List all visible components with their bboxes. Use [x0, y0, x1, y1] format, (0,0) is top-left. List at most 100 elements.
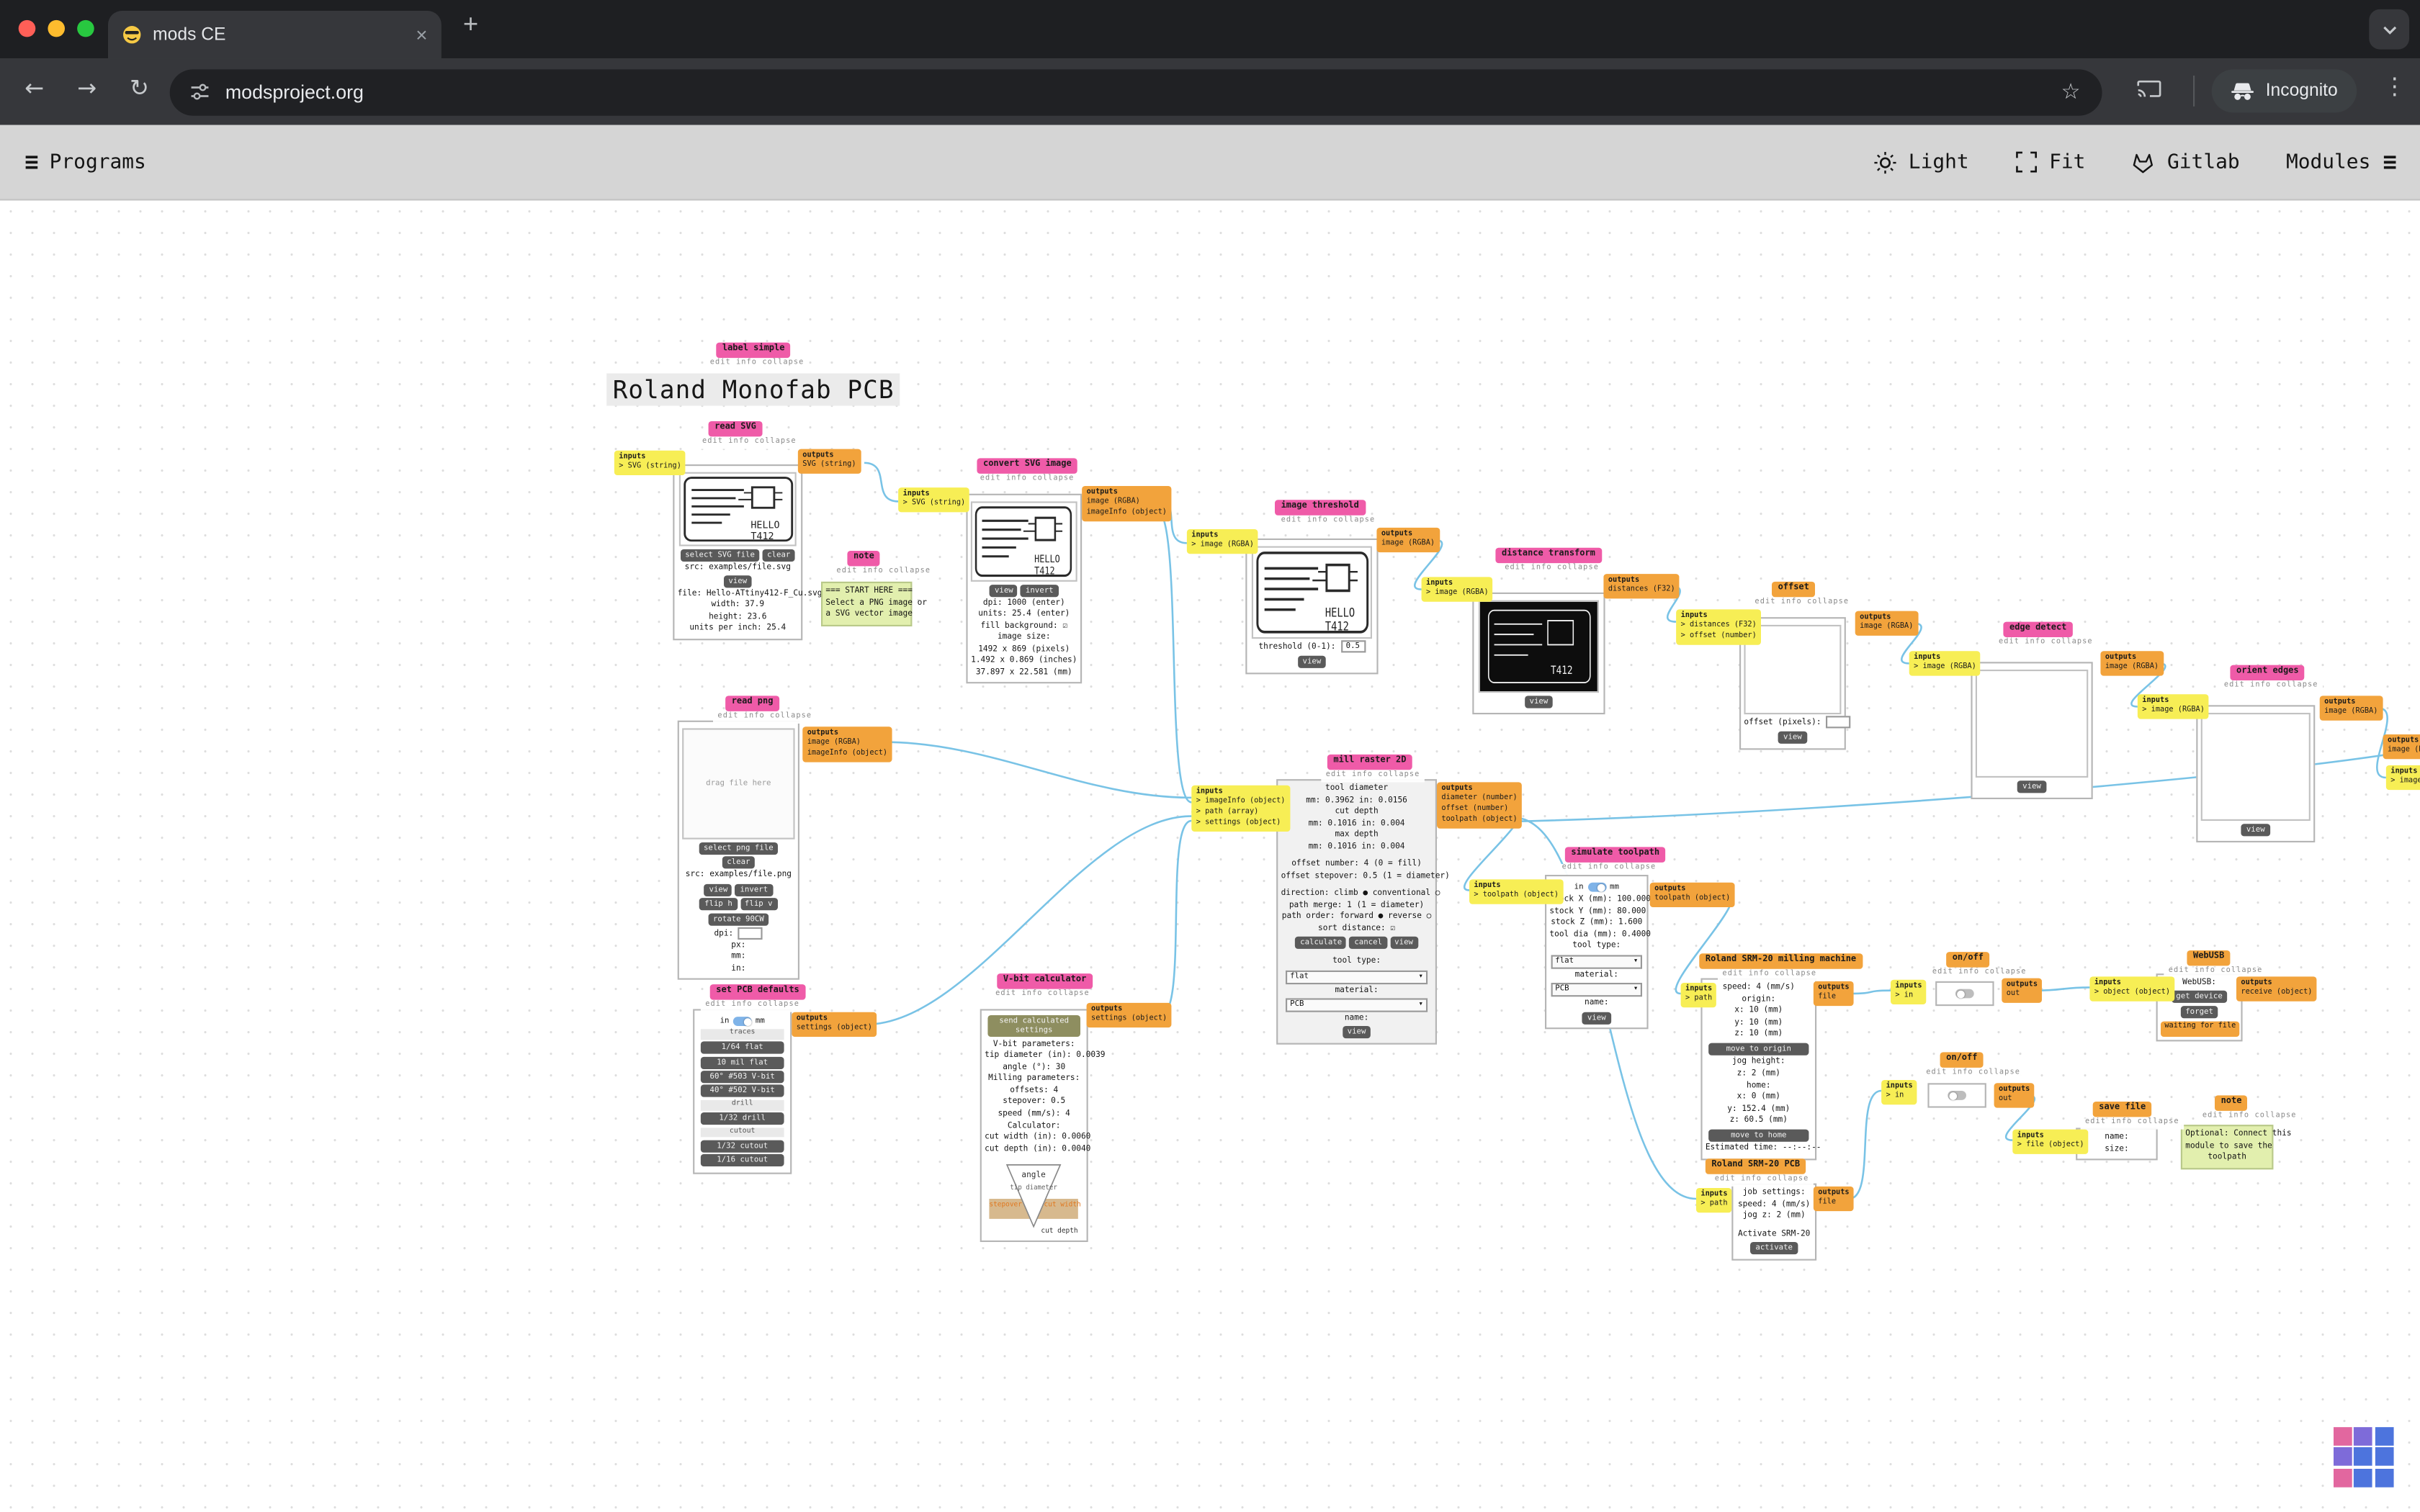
- roland-srm20-milling-machine-module-title[interactable]: Roland SRM-20 milling machine: [1699, 953, 1863, 968]
- calculate-button[interactable]: calculate: [1295, 937, 1347, 950]
- toggle-switch[interactable]: [1955, 989, 1974, 999]
- activate-button[interactable]: activate: [1750, 1241, 1798, 1254]
- new-tab-button[interactable]: +: [462, 9, 479, 39]
- flip-v-button[interactable]: flip v: [740, 898, 778, 911]
- invert-button[interactable]: invert: [735, 883, 773, 896]
- webusb-inputs-port[interactable]: inputs> object (object): [2089, 976, 2175, 1002]
- simulate-toolpath-module-title[interactable]: simulate toolpath: [1564, 847, 1666, 862]
- mill-raster-2d-inputs-port[interactable]: inputs> imageInfo (object)> path (array)…: [1191, 785, 1290, 832]
- move-to-origin-button[interactable]: move to origin: [1708, 1043, 1809, 1056]
- forward-button[interactable]: →: [77, 73, 97, 102]
- move-to-home-button[interactable]: move to home: [1708, 1129, 1809, 1142]
- url-omnibox[interactable]: modsproject.org ☆: [169, 68, 2102, 115]
- read-png-module-title[interactable]: read png: [725, 696, 780, 711]
- offset-inputs-port[interactable]: inputs> distances (F32)> offset (number): [1676, 609, 1762, 645]
- on-off-1-edit-controls[interactable]: edit info collapse: [1927, 968, 2031, 980]
- mill-raster-2d-module-title[interactable]: mill raster 2D: [1327, 754, 1413, 770]
- on-off-1-module-title[interactable]: on/off: [1946, 952, 1990, 967]
- view-button[interactable]: view: [704, 883, 732, 896]
- convert-svg-image-edit-controls[interactable]: edit info collapse: [975, 475, 1079, 486]
- programs-menu[interactable]: ≡ Programs: [24, 148, 146, 176]
- save-file-edit-controls[interactable]: edit info collapse: [2080, 1118, 2184, 1130]
- distance-transform-module-title[interactable]: distance transform: [1495, 547, 1602, 563]
- cancel-button[interactable]: cancel: [1349, 937, 1387, 950]
- roland-srm20-milling-machine-edit-controls[interactable]: edit info collapse: [1718, 970, 1821, 981]
- read-svg-module-title[interactable]: read SVG: [708, 421, 763, 436]
- theme-toggle-button[interactable]: Light: [1873, 150, 1969, 174]
- webusb-edit-controls[interactable]: edit info collapse: [2164, 967, 2267, 978]
- view-button[interactable]: view: [1343, 1026, 1371, 1039]
- right-edge-module-inputs-port[interactable]: inputs> image (RGBA): [2385, 765, 2420, 791]
- view-button[interactable]: view: [1582, 1011, 1611, 1024]
- offset-edit-controls[interactable]: edit info collapse: [1750, 598, 1854, 609]
- modules-menu[interactable]: Modules ≡: [2286, 148, 2397, 176]
- note-start-module-title[interactable]: note: [847, 551, 881, 566]
- distance-transform-inputs-port[interactable]: inputs> image (RGBA): [1421, 577, 1494, 603]
- mods-logo[interactable]: [2334, 1427, 2394, 1488]
- edge-detect-module-title[interactable]: edge detect: [2003, 621, 2073, 637]
- label-simple-label-text[interactable]: Roland Monofab PCB: [606, 373, 901, 406]
- incognito-badge[interactable]: Incognito: [2211, 69, 2357, 113]
- image-threshold-module-title[interactable]: image threshold: [1275, 500, 1366, 515]
- view-button[interactable]: view: [2017, 780, 2046, 793]
- view-button[interactable]: view: [1389, 937, 1418, 950]
- maximize-window-button[interactable]: [77, 19, 94, 37]
- image-threshold-edit-controls[interactable]: edit info collapse: [1276, 516, 1380, 528]
- browser-tab[interactable]: mods CE ×: [108, 11, 442, 59]
- site-settings-icon[interactable]: [190, 82, 210, 102]
- label-simple-edit-controls[interactable]: edit info collapse: [705, 359, 809, 370]
- pcb-select[interactable]: PCB▾: [1550, 983, 1643, 997]
- dpi-field[interactable]: [738, 926, 763, 939]
- 1-32-cutout-button[interactable]: 1/32 cutout: [700, 1140, 784, 1153]
- note-save-module-title[interactable]: note: [2215, 1095, 2249, 1110]
- edge-detect-inputs-port[interactable]: inputs> image (RGBA): [1909, 651, 1981, 677]
- back-button[interactable]: ←: [24, 73, 45, 102]
- orient-edges-inputs-port[interactable]: inputs> image (RGBA): [2137, 694, 2210, 720]
- fit-view-button[interactable]: Fit: [2015, 150, 2085, 174]
- view-button[interactable]: view: [723, 575, 752, 588]
- select-png-file-button[interactable]: select png file: [699, 842, 779, 855]
- set-pcb-defaults-module-title[interactable]: set PCB defaults: [709, 984, 806, 999]
- view-button[interactable]: view: [1298, 655, 1326, 668]
- read-svg-edit-controls[interactable]: edit info collapse: [697, 438, 802, 449]
- roland-srm20-pcb-inputs-port[interactable]: inputs> path: [1696, 1188, 1732, 1214]
- clear-button[interactable]: clear: [762, 549, 795, 562]
- invert-button[interactable]: invert: [1021, 584, 1059, 597]
- send-calculated-settings-button[interactable]: send calculated settings: [987, 1015, 1080, 1038]
- browser-menu-icon[interactable]: ⋮: [2383, 72, 2406, 101]
- flat-select[interactable]: flat▾: [1285, 969, 1428, 984]
- label-simple-module-title[interactable]: label simple: [716, 342, 792, 358]
- distance-transform-edit-controls[interactable]: edit info collapse: [1500, 564, 1604, 575]
- roland-srm20-pcb-module-title[interactable]: Roland SRM-20 PCB: [1705, 1158, 1806, 1174]
- rotate-90cw-button[interactable]: rotate 90CW: [708, 912, 769, 926]
- set-pcb-defaults-edit-controls[interactable]: edit info collapse: [700, 1001, 805, 1012]
- cast-icon[interactable]: [2136, 78, 2162, 100]
- v-bit-calculator-edit-controls[interactable]: edit info collapse: [990, 990, 1095, 1002]
- minimize-window-button[interactable]: [48, 19, 65, 37]
- offset-pixels-field[interactable]: [1826, 716, 1851, 729]
- close-window-button[interactable]: [18, 19, 36, 37]
- 1-64-flat-button[interactable]: 1/64 flat: [700, 1042, 784, 1055]
- view-button[interactable]: view: [2241, 823, 2270, 836]
- mill-raster-2d-edit-controls[interactable]: edit info collapse: [1321, 771, 1425, 782]
- gitlab-link[interactable]: Gitlab: [2132, 150, 2240, 174]
- roland-srm20-milling-machine-inputs-port[interactable]: inputs> path: [1680, 983, 1717, 1009]
- orient-edges-module-title[interactable]: orient edges: [2230, 665, 2305, 680]
- flat-select[interactable]: flat▾: [1550, 954, 1643, 968]
- on-off-2-module-title[interactable]: on/off: [1940, 1052, 1984, 1067]
- tab-search-button[interactable]: [2369, 9, 2409, 50]
- clear-button[interactable]: clear: [722, 857, 755, 870]
- image-threshold-inputs-port[interactable]: inputs> image (RGBA): [1186, 529, 1259, 555]
- threshold-0-1-field[interactable]: 0.5: [1340, 640, 1366, 653]
- tab-close-icon[interactable]: ×: [416, 23, 428, 47]
